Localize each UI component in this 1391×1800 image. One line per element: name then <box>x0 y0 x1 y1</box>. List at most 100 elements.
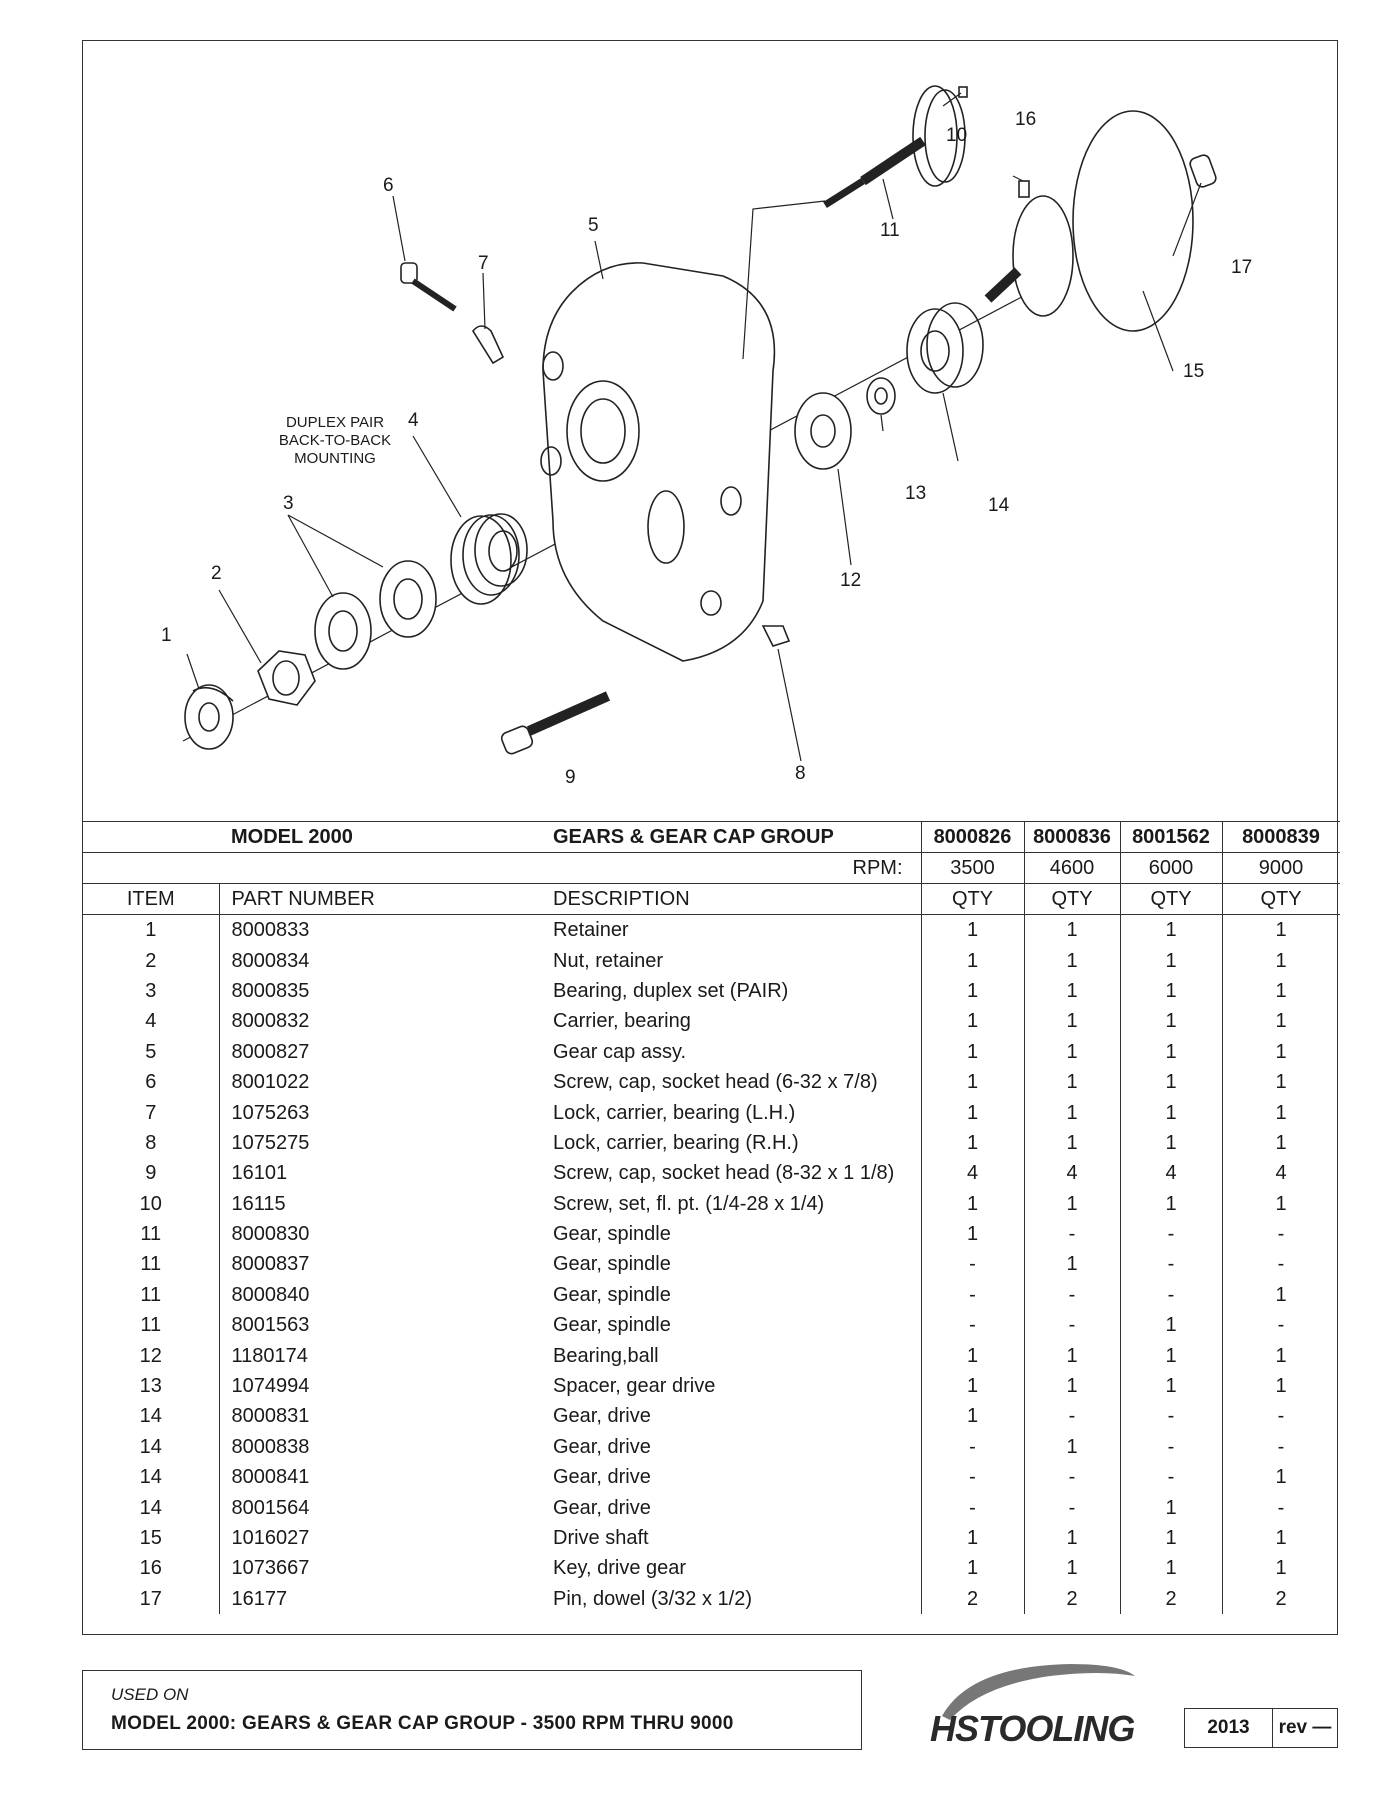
description: Gear, spindle <box>553 1283 671 1306</box>
qty-2: 1 <box>1023 1340 1120 1371</box>
parts-table: MODEL 2000 GEARS & GEAR CAP GROUP 800082… <box>83 821 1340 1614</box>
qty-3: 1 <box>1119 1553 1222 1584</box>
part-gear-cap <box>540 262 776 662</box>
qty-2: 1 <box>1023 945 1120 976</box>
item-number: 4 <box>145 1010 157 1033</box>
qty-3: 1 <box>1119 914 1222 946</box>
col-qty-2: QTY <box>1023 883 1120 915</box>
description: Bearing,ball <box>553 1344 659 1367</box>
assembly-3: 8001562 <box>1119 821 1222 853</box>
callout-12: 12 <box>840 570 861 591</box>
qty-1: - <box>920 1462 1024 1493</box>
part-number: 8000838 <box>218 1431 541 1463</box>
group-label: GEARS & GEAR CAP GROUP <box>541 821 921 853</box>
part-screw-9 <box>500 691 611 755</box>
part-set-screw <box>958 86 968 98</box>
description: Pin, dowel (3/32 x 1/2) <box>553 1587 752 1610</box>
callout-13: 13 <box>905 483 926 504</box>
qty-4: - <box>1221 1310 1340 1341</box>
qty-4: - <box>1221 1218 1340 1250</box>
callout-10: 10 <box>946 125 967 146</box>
rpm-2: 4600 <box>1023 852 1120 884</box>
qty-1: - <box>920 1492 1024 1523</box>
qty-3: 1 <box>1119 945 1222 976</box>
part-drive-shaft <box>984 110 1194 332</box>
part-number: 8000830 <box>218 1218 541 1250</box>
rpm-1: 3500 <box>920 852 1024 884</box>
qty-4: 1 <box>1221 1279 1340 1311</box>
qty-3: - <box>1119 1462 1222 1493</box>
col-part-number: PART NUMBER <box>218 883 541 915</box>
qty-1: 1 <box>920 1370 1024 1402</box>
rpm-4: 9000 <box>1221 852 1340 884</box>
qty-2: 1 <box>1023 914 1120 946</box>
callout-7: 7 <box>478 253 489 274</box>
qty-4: 1 <box>1221 1097 1340 1128</box>
qty-3: 1 <box>1119 1127 1222 1159</box>
item-number: 13 <box>139 1375 162 1398</box>
used-on-label: USED ON <box>111 1685 189 1704</box>
qty-1: 1 <box>920 1097 1024 1128</box>
item-number: 3 <box>145 979 157 1002</box>
qty-1: 1 <box>920 945 1024 976</box>
qty-4: 1 <box>1221 1066 1340 1098</box>
part-number: 8000837 <box>218 1249 541 1280</box>
description: Lock, carrier, bearing (R.H.) <box>553 1131 799 1154</box>
qty-2: - <box>1023 1492 1120 1523</box>
description: Nut, retainer <box>553 949 664 972</box>
item-number: 7 <box>145 1101 157 1124</box>
item-number: 12 <box>139 1344 162 1367</box>
qty-1: 1 <box>920 1036 1024 1067</box>
callout-15: 15 <box>1183 361 1204 382</box>
rpm-label: RPM: <box>83 852 921 884</box>
part-number: 8000834 <box>218 945 541 976</box>
qty-1: 2 <box>920 1583 1024 1614</box>
item-number: 17 <box>139 1587 162 1610</box>
part-number: 8001564 <box>218 1492 541 1523</box>
header-row-rpm: RPM: 3500 4600 6000 9000 <box>83 852 1340 884</box>
leader-lines <box>186 92 1202 762</box>
part-number: 8000835 <box>218 975 541 1007</box>
description: Drive shaft <box>553 1527 649 1549</box>
qty-2: - <box>1023 1218 1120 1250</box>
col-item: ITEM <box>83 883 219 915</box>
page-frame: 1 2 3 4 5 6 7 8 9 10 11 12 13 14 15 16 1… <box>82 40 1340 1635</box>
part-carrier <box>450 513 528 605</box>
part-number: 8000841 <box>218 1462 541 1493</box>
qty-4: 1 <box>1221 1036 1340 1067</box>
qty-1: 1 <box>920 1522 1024 1554</box>
item-number: 16 <box>139 1557 162 1580</box>
col-qty-1: QTY <box>920 883 1024 915</box>
qty-4: 1 <box>1221 1522 1340 1554</box>
callout-5: 5 <box>588 215 599 236</box>
qty-1: 1 <box>920 1401 1024 1432</box>
hstooling-logo-text: HSTOOLING <box>930 1708 1135 1749</box>
part-number: 8000840 <box>218 1279 541 1311</box>
assembly-4: 8000839 <box>1221 821 1340 853</box>
part-key <box>1018 180 1030 198</box>
item-number: 10 <box>139 1192 162 1215</box>
callout-8: 8 <box>795 763 806 784</box>
callout-labels: 1 2 3 4 5 6 7 8 9 10 11 12 13 14 15 16 1… <box>161 109 1252 788</box>
qty-2: 1 <box>1023 1249 1120 1280</box>
qty-4: 1 <box>1221 1127 1340 1159</box>
qty-2: - <box>1023 1401 1120 1432</box>
description: Carrier, bearing <box>553 1010 691 1033</box>
item-number: 8 <box>145 1131 157 1154</box>
qty-4: - <box>1221 1431 1340 1463</box>
qty-4: 1 <box>1221 1462 1340 1493</box>
qty-3: 1 <box>1119 1522 1222 1554</box>
description: Gear, spindle <box>553 1253 671 1276</box>
qty-4: - <box>1221 1492 1340 1523</box>
qty-2: 1 <box>1023 1522 1120 1554</box>
note-line-1: DUPLEX PAIR <box>286 414 384 431</box>
part-number: 8001022 <box>218 1066 541 1098</box>
